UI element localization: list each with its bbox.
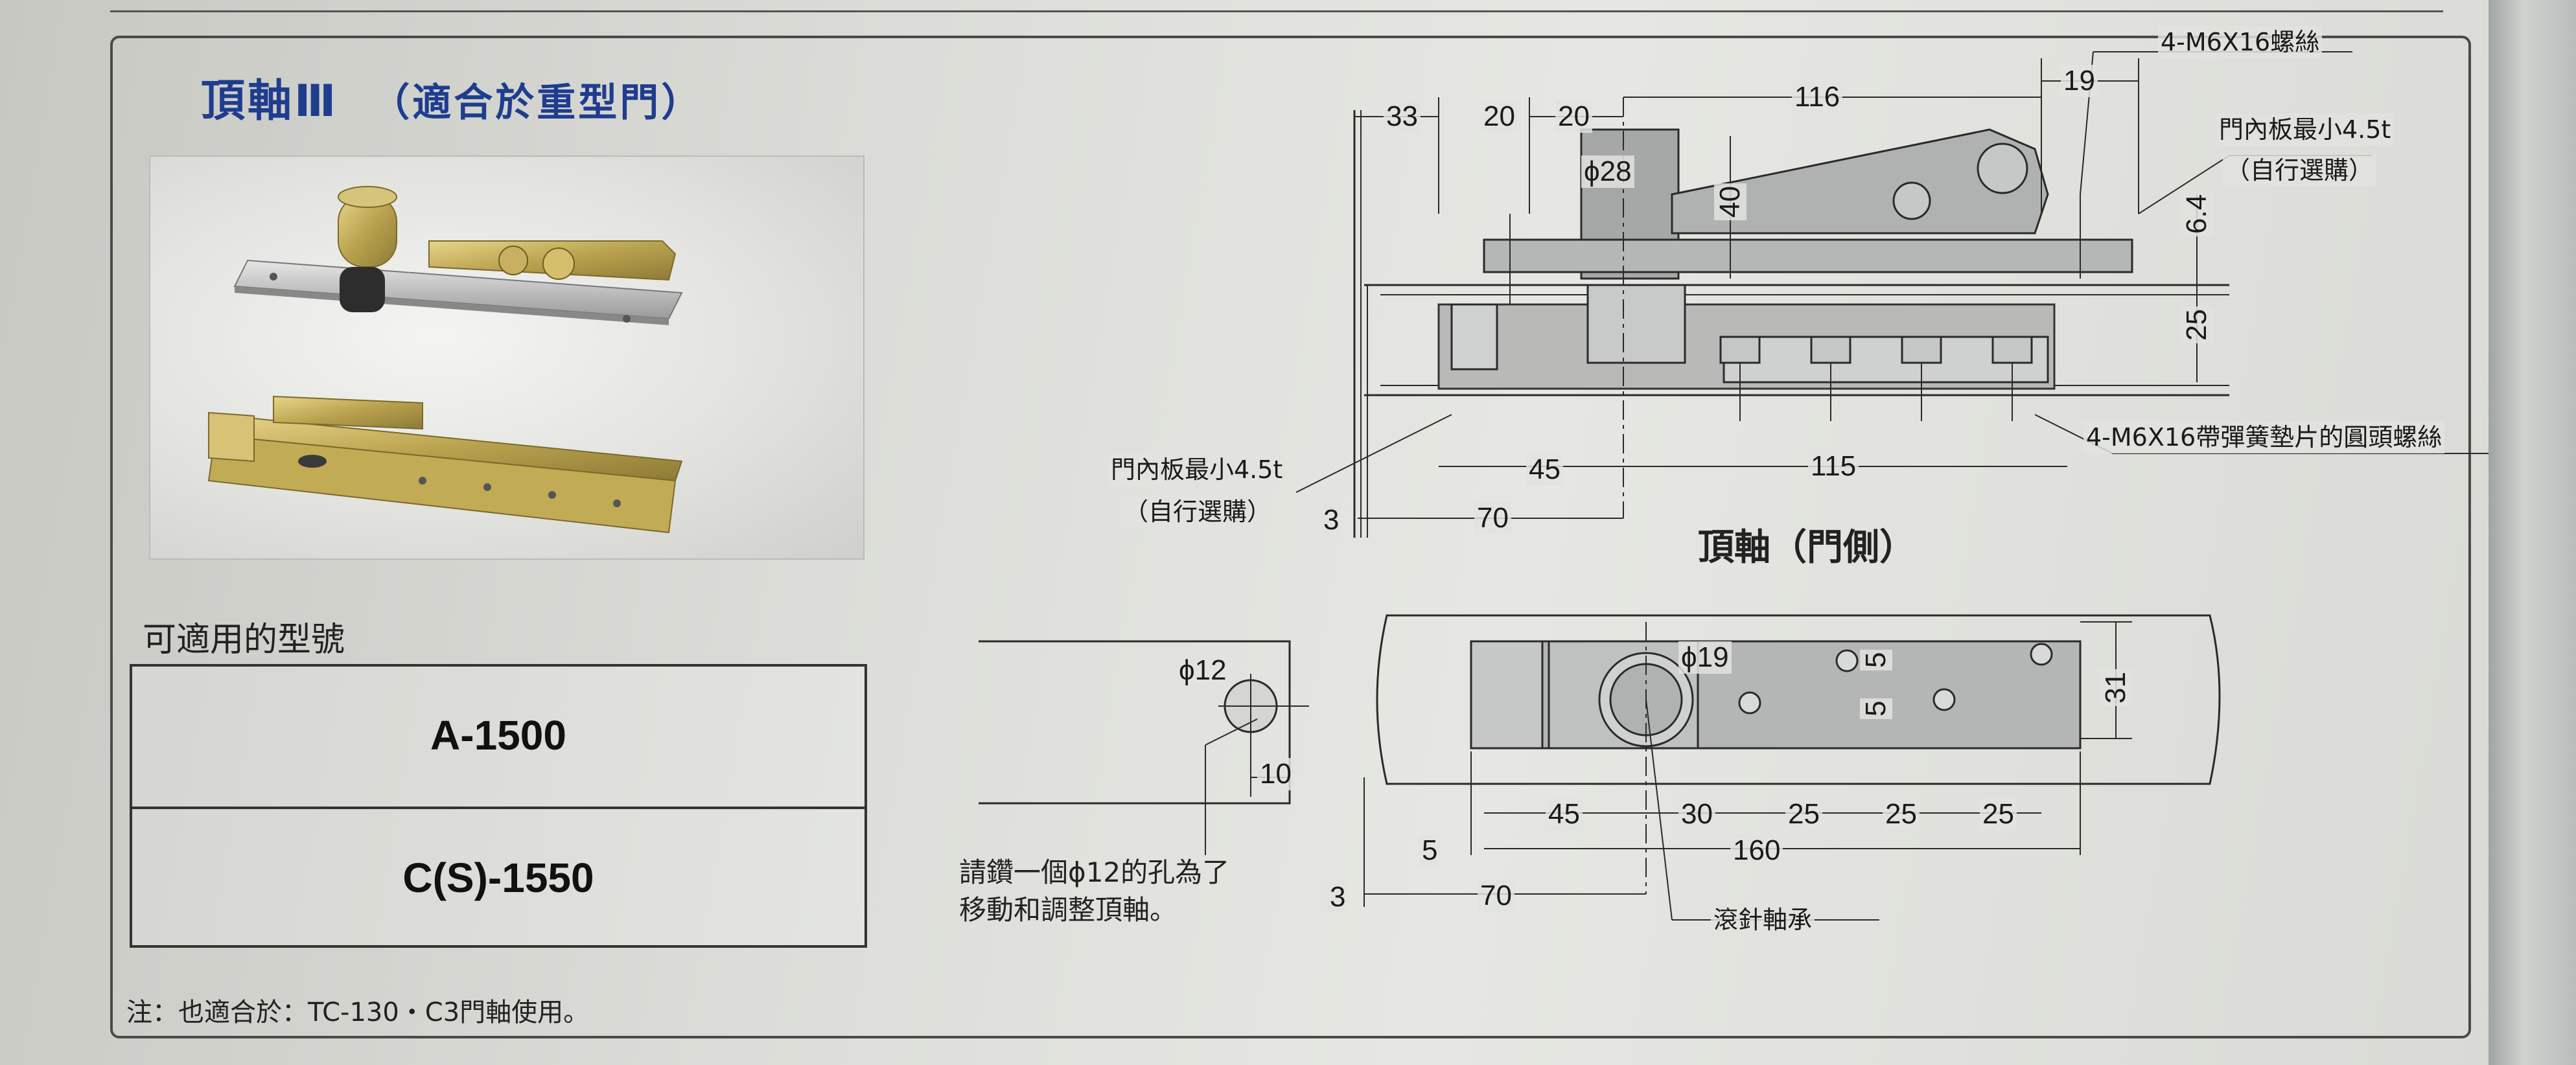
models-heading: 可適用的型號 <box>143 621 345 659</box>
drill-note: 請鑽一個ϕ12的孔為了 移動和調整頂軸。 <box>959 854 1229 929</box>
dim-5b: 5 <box>1860 698 1892 719</box>
dim-top-5: 5 <box>1419 834 1441 867</box>
dim-45: 45 <box>1526 453 1563 486</box>
dim-116: 116 <box>1792 81 1843 113</box>
top-view-drawing <box>1363 614 2221 921</box>
dim-phi19: ϕ19 <box>1678 641 1732 674</box>
dim-3: 3 <box>1321 504 1342 536</box>
drill-note-line-1: 請鑽一個ϕ12的孔為了 <box>959 856 1230 888</box>
dim-top-30: 30 <box>1678 798 1715 830</box>
dim-top-160: 160 <box>1730 834 1783 867</box>
dim-20a: 20 <box>1481 100 1518 133</box>
dim-5a: 5 <box>1860 649 1892 670</box>
dim-top-25b: 25 <box>1883 798 1920 830</box>
hinge-illustration <box>207 186 683 534</box>
dim-top-3: 3 <box>1327 881 1349 913</box>
section-frame <box>110 36 2471 1038</box>
callout-screws-top: 4-M6X16螺絲 <box>2158 26 2323 58</box>
model-row-2: C(S)-1550 <box>132 807 864 946</box>
callout-panel-left-1: 門內板最小4.5t <box>1108 453 1286 486</box>
title-subtitle: （適合於重型門） <box>371 80 703 126</box>
drill-detail-drawing <box>979 640 1309 855</box>
bearing-label: 滾針軸承 <box>1711 904 1815 936</box>
dim-top-70: 70 <box>1478 880 1514 912</box>
dim-33: 33 <box>1384 100 1421 133</box>
dim-19: 19 <box>2061 65 2098 97</box>
dim-31: 31 <box>2100 669 2132 706</box>
callout-panel-left-2: （自行選購） <box>1121 496 1275 528</box>
dim-top-45: 45 <box>1546 798 1583 830</box>
callout-panel-right-1: 門內板最小4.5t <box>2216 113 2394 146</box>
drill-hole-diameter: ϕ12 <box>1176 654 1229 687</box>
previous-section-border <box>110 0 2443 12</box>
dim-40: 40 <box>1714 183 1746 220</box>
callout-panel-right-2: （自行選購） <box>2223 154 2376 187</box>
dim-25: 25 <box>2181 306 2213 343</box>
product-photo <box>149 155 864 560</box>
side-view-caption: 頂軸（門側） <box>1698 527 1916 569</box>
dim-phi28: ϕ28 <box>1581 155 1634 188</box>
footnote: 注：也適合於：TC-130・C3門軸使用。 <box>126 998 590 1027</box>
dim-6-4: 6.4 <box>2181 191 2213 236</box>
models-table: A-1500 C(S)-1550 <box>130 664 867 948</box>
binding-edge <box>2489 0 2576 1065</box>
section-title: 頂軸Ⅲ （適合於重型門） <box>201 65 702 129</box>
model-row-1: A-1500 <box>430 712 566 759</box>
dim-top-25c: 25 <box>1980 798 2017 830</box>
dim-115: 115 <box>1808 450 1859 483</box>
title-main: 頂軸Ⅲ <box>201 76 339 127</box>
drill-note-line-2: 移動和調整頂軸。 <box>959 894 1178 926</box>
dim-70: 70 <box>1474 502 1511 534</box>
drill-offset: 10 <box>1257 758 1294 790</box>
dim-top-25a: 25 <box>1785 798 1822 830</box>
callout-screws-bottom: 4-M6X16帶彈簧墊片的圓頭螺絲 <box>2083 421 2445 453</box>
side-view-drawing <box>1295 51 2489 538</box>
dim-20b: 20 <box>1555 100 1592 133</box>
